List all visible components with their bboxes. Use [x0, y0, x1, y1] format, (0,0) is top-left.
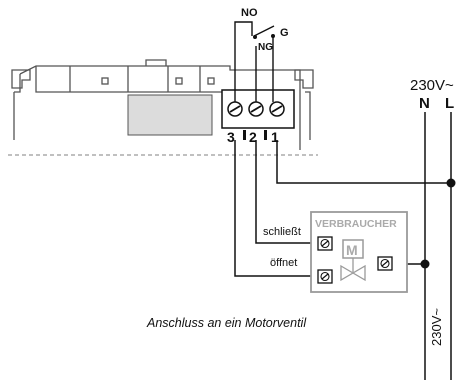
- valve-icon: [340, 264, 366, 282]
- neutral-label: N: [419, 95, 430, 112]
- open-label: öffnet: [270, 257, 297, 269]
- relay-g-label: G: [280, 27, 289, 39]
- terminal-screw-2: [248, 101, 264, 117]
- vertical-voltage-label: 230V~: [429, 308, 444, 346]
- consumer-terminal-neutral: [377, 256, 393, 271]
- terminal-2-label: 2: [249, 129, 257, 145]
- close-label: schließt: [263, 226, 301, 238]
- consumer-box: VERBRAUCHER M: [310, 211, 408, 293]
- relay-no-label: NO: [241, 7, 258, 19]
- terminal-screw-1: [269, 101, 285, 117]
- consumer-terminal-open: [317, 269, 333, 284]
- consumer-terminal-close: [317, 236, 333, 251]
- consumer-title: VERBRAUCHER: [315, 218, 397, 230]
- wires: [234, 112, 452, 380]
- junction-l: [446, 178, 456, 188]
- terminal-3-label: 3: [227, 129, 235, 145]
- supply-voltage-label: 230V~: [410, 77, 454, 94]
- live-label: L: [445, 95, 454, 112]
- device-label-block: [127, 94, 213, 136]
- terminal-screw-3: [227, 101, 243, 117]
- diagram-caption: Anschluss an ein Motorventil: [146, 316, 307, 330]
- relay-pivot: [253, 35, 257, 39]
- relay-contact: [234, 21, 275, 102]
- device-housing: [11, 59, 314, 150]
- motor-letter: M: [346, 242, 358, 258]
- terminal-1-label: 1: [271, 129, 279, 145]
- junction-n: [420, 259, 430, 269]
- relay-ng-label: NG: [258, 42, 273, 53]
